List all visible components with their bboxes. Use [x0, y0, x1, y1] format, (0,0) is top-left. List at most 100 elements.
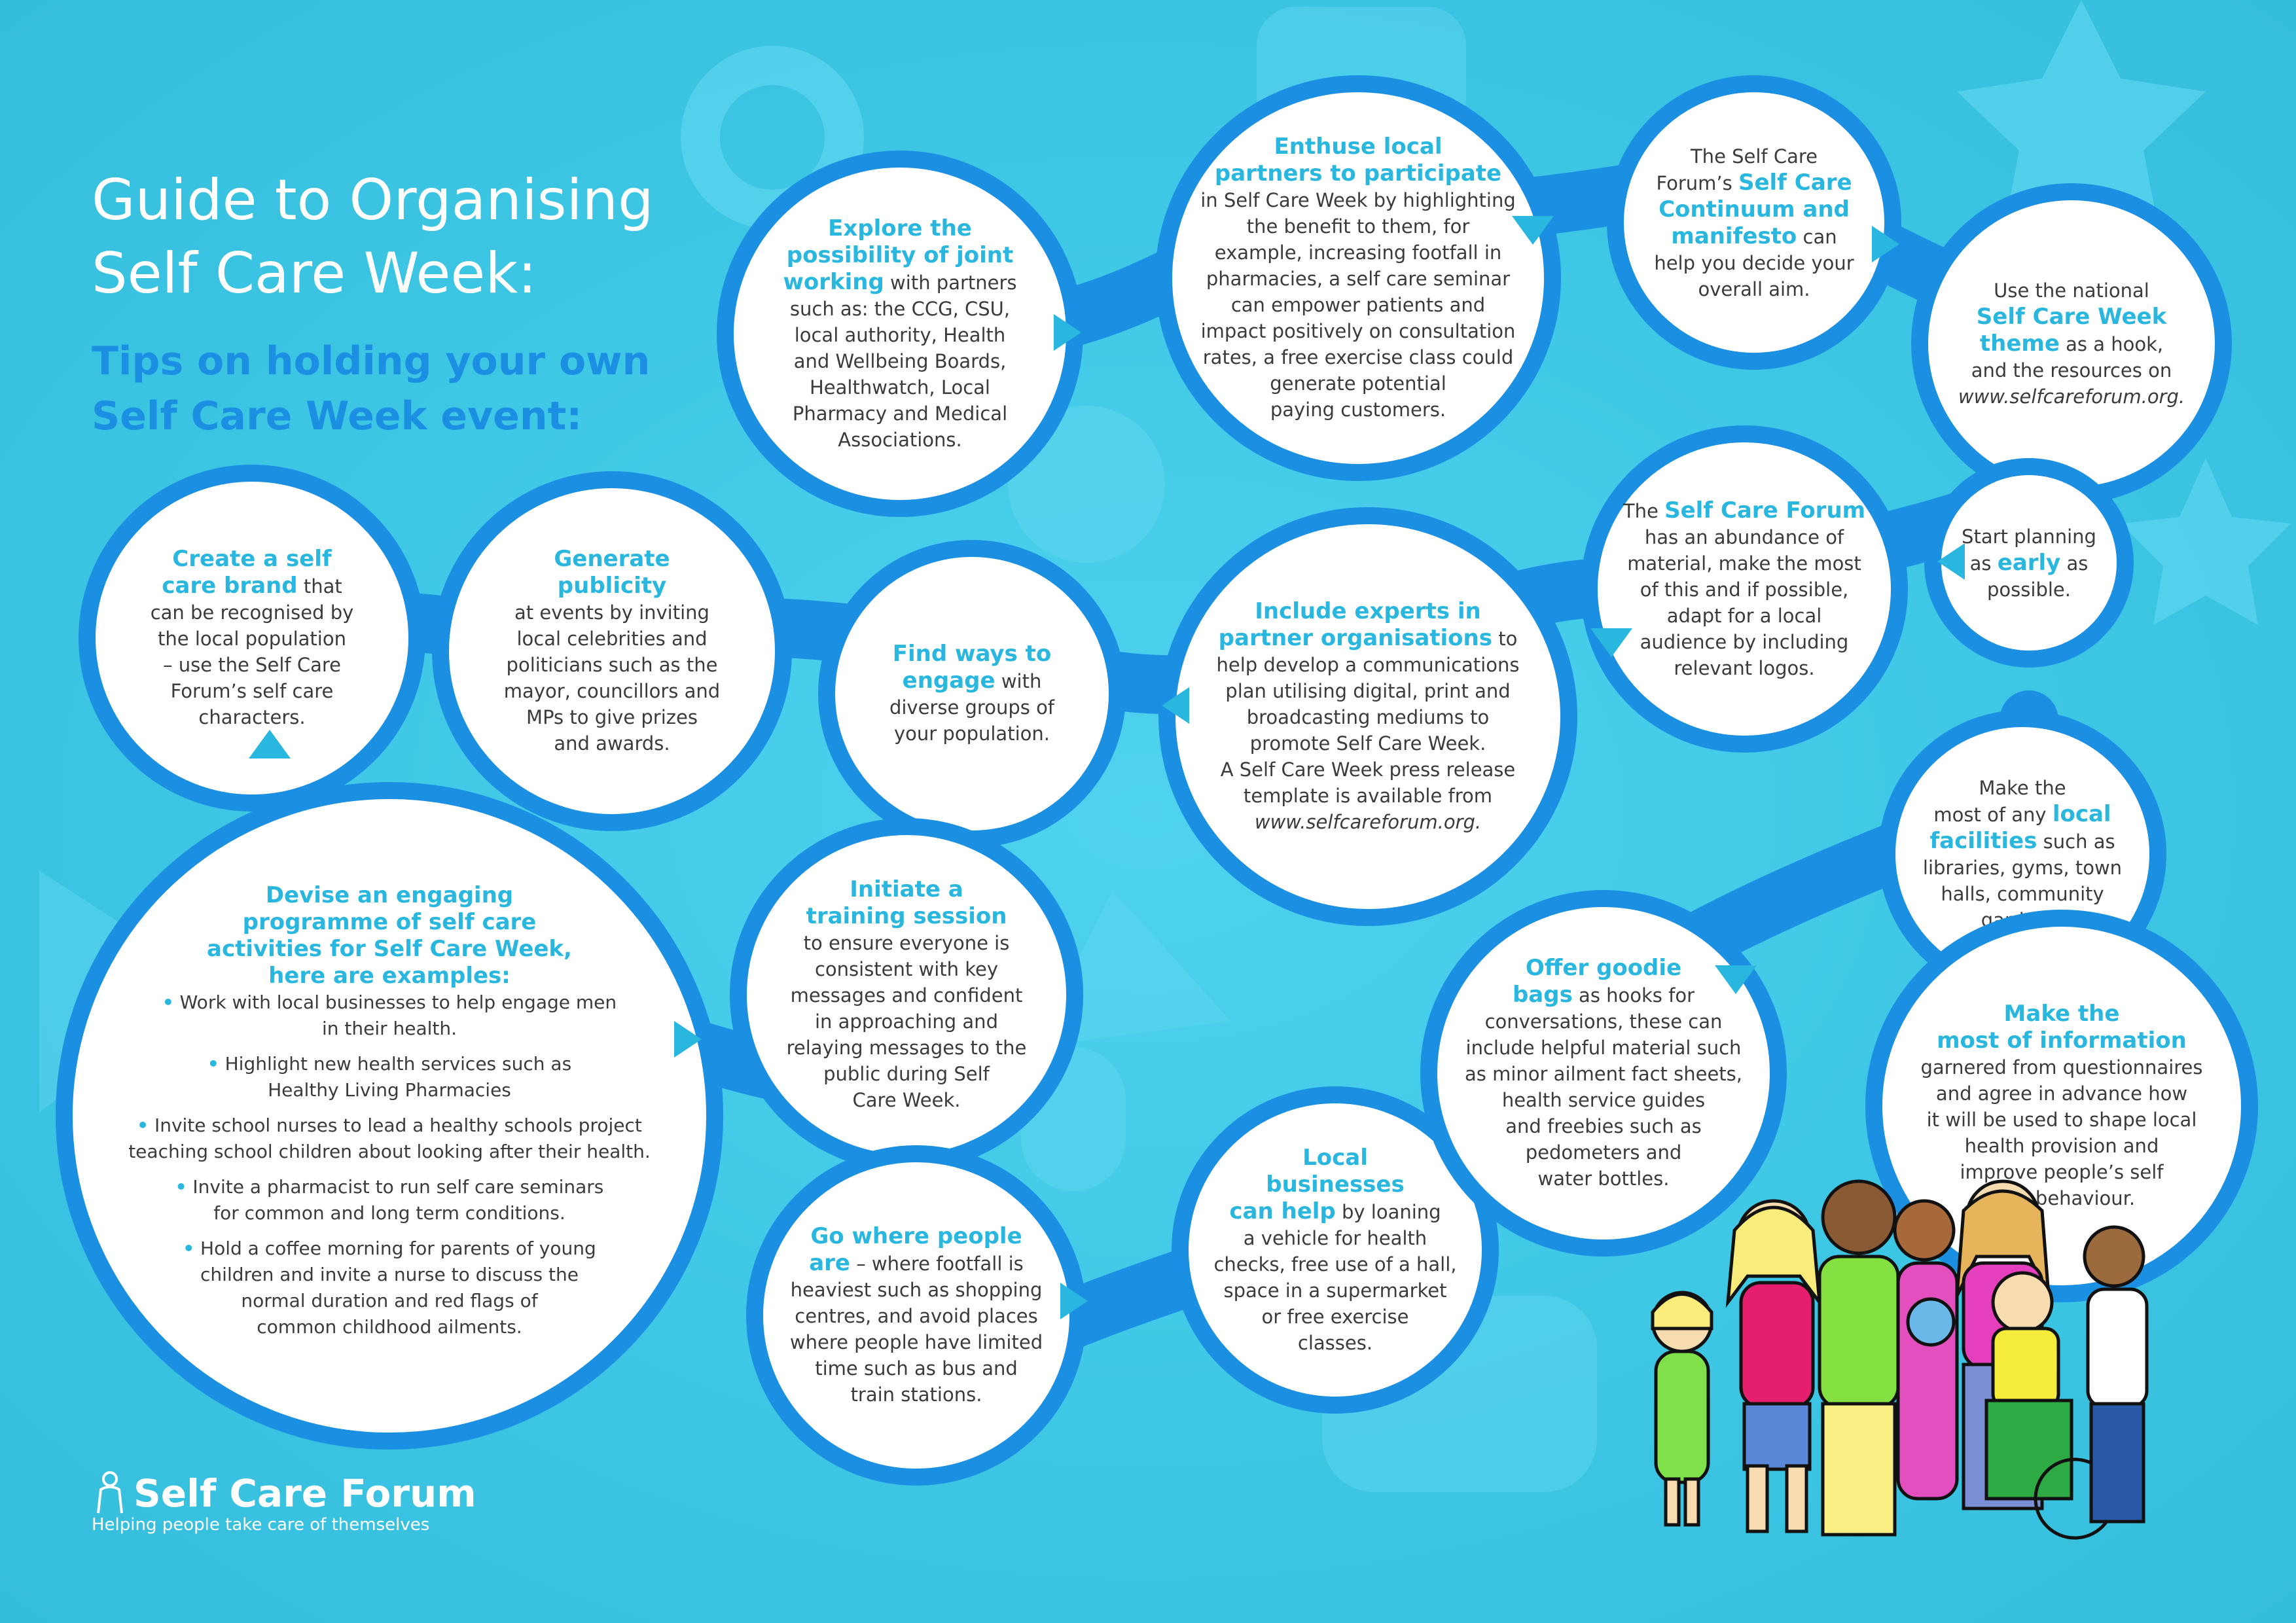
- tip-business-line: space in a supermarket: [1223, 1279, 1447, 1302]
- tip-goodie-text: Offer goodie bags as hooks for conversat…: [1465, 955, 1742, 1192]
- tip-information-line: health provision and: [1964, 1135, 2159, 1157]
- tip-gowhere-circle: Go where people are – where footfall is …: [746, 1145, 1086, 1486]
- bullet-line: in their health.: [321, 1018, 457, 1039]
- tip-explore-text: Explore the possibility of joint working…: [783, 215, 1016, 453]
- tip-explore-circle: Explore the possibility of joint working…: [717, 151, 1083, 517]
- tip-enthuse-line: in Self Care Week by highlighting: [1200, 189, 1516, 211]
- tip-early-line: Start planning: [1962, 525, 2096, 548]
- tip-forum-line: audience by including: [1640, 630, 1849, 653]
- decorative-rosette-icon: [1008, 406, 1165, 563]
- tip-explore-tail: with partners: [890, 271, 1017, 294]
- tip-publicity-line: mayor, councillors and: [503, 680, 721, 702]
- tip-explore-line: Pharmacy and Medical: [792, 402, 1008, 425]
- tip-theme-circle: Use the national Self Care Week theme as…: [1911, 183, 2232, 504]
- tip-continuum-line: overall aim.: [1698, 277, 1810, 300]
- programme-bullet-item: • Highlight new health services such as …: [207, 1053, 572, 1101]
- tip-brand-circle: Create a self care brand that can be rec…: [79, 465, 425, 812]
- self-care-forum-logo: Self Care Forum Helping people take care…: [92, 1471, 476, 1535]
- tip-theme-text: Use the national Self Care Week theme as…: [1958, 277, 2185, 410]
- tip-training-text: Initiate a training session to ensure ev…: [787, 876, 1027, 1113]
- tip-goodie-line: conversations, these can: [1484, 1010, 1723, 1033]
- tip-training-circle: Initiate a training session to ensure ev…: [730, 818, 1083, 1171]
- arrow-pointer-icon: [1872, 226, 1899, 262]
- tip-enthuse-line: rates, a free exercise class could: [1202, 346, 1514, 368]
- bullet-line: Invite a pharmacist to run self care sem…: [192, 1176, 604, 1198]
- child-figure-icon: [1651, 1291, 1713, 1527]
- tip-early-text: Start planning as early as possible.: [1962, 524, 2096, 603]
- tip-enthuse-line: generate potential: [1270, 372, 1446, 395]
- programme-bullet-item: • Invite a pharmacist to run self care s…: [175, 1176, 604, 1224]
- tip-gowhere-text: Go where people are – where footfall is …: [790, 1223, 1043, 1408]
- tip-training-line: in approaching and: [814, 1010, 998, 1033]
- tip-continuum-heading-3: manifesto: [1671, 223, 1797, 249]
- tip-theme-tail: as a hook,: [2066, 333, 2164, 355]
- decorative-star-icon: [1957, 0, 2206, 236]
- tip-business-heading-1: Local: [1302, 1144, 1368, 1171]
- tip-information-heading-1: Make the: [2003, 1001, 2120, 1027]
- tip-training-line: relaying messages to the: [786, 1037, 1027, 1059]
- bullet-line: Work with local businesses to help engag…: [179, 991, 617, 1013]
- tip-forum-line: relevant logos.: [1674, 656, 1815, 679]
- tip-publicity-circle: Generate publicity at events by inviting…: [432, 471, 792, 831]
- tip-experts-heading-1: Include experts in: [1255, 598, 1481, 624]
- tip-training-line: to ensure everyone is: [803, 932, 1010, 954]
- tip-gowhere-heading-2: are: [809, 1250, 850, 1276]
- tip-information-circle: Make the most of information garnered fr…: [1865, 910, 2258, 1302]
- tip-information-line: and agree in advance how: [1935, 1082, 2188, 1105]
- tip-programme-heading-4: here are examples:: [268, 963, 511, 989]
- tip-engage-heading-1: Find ways to: [892, 641, 1052, 667]
- arrow-pointer-icon: [1054, 314, 1081, 351]
- tip-brand-line: Forum’s self care: [170, 680, 334, 702]
- tip-training-line: Care Week.: [852, 1089, 961, 1111]
- tip-engage-heading-2: engage: [902, 668, 996, 694]
- tip-experts-tail: to: [1498, 628, 1518, 650]
- tip-forum-line: has an abundance of: [1644, 526, 1844, 548]
- tip-early-line: possible.: [1987, 578, 2071, 601]
- tip-facilities-line: Make the: [1979, 777, 2066, 799]
- tip-early-heading: early: [1997, 549, 2061, 576]
- tip-brand-line: – use the Self Care: [163, 654, 341, 676]
- tip-enthuse-line: impact positively on consultation: [1200, 320, 1516, 342]
- tip-publicity-heading-1: Generate: [554, 546, 670, 572]
- tip-programme-heading-3: activities for Self Care Week,: [207, 936, 572, 962]
- arrow-pointer-icon: [1162, 687, 1189, 724]
- tip-theme-heading-1: Self Care Week: [1976, 304, 2167, 330]
- people-illustration: [1651, 1179, 2149, 1540]
- tip-publicity-line: MPs to give prizes: [526, 706, 698, 728]
- programme-bullet-item: • Invite school nurses to lead a healthy…: [128, 1115, 651, 1162]
- tip-gowhere-line: train stations.: [850, 1383, 982, 1406]
- elderly-woman-wheelchair-icon: [1984, 1271, 2116, 1540]
- tip-facilities-line: most of any: [1933, 804, 2047, 826]
- tip-goodie-line: health service guides: [1501, 1089, 1706, 1111]
- tip-information-text: Make the most of information garnered fr…: [1920, 1001, 2202, 1211]
- arrow-pointer-icon: [1937, 543, 1965, 580]
- tip-experts-circle: Include experts in partner organisations…: [1158, 507, 1577, 926]
- tip-continuum-text: The Self Care Forum’s Self Care Continuu…: [1654, 143, 1854, 302]
- nurse-figure-icon: [2083, 1225, 2149, 1524]
- tip-gowhere-tail: – where footfall is: [856, 1253, 1024, 1275]
- tip-explore-heading-2: possibility of joint: [786, 241, 1014, 268]
- tip-publicity-line: local celebrities and: [516, 628, 708, 650]
- tip-forum-line: The: [1623, 499, 1659, 522]
- tip-brand-text: Create a self care brand that can be rec…: [151, 546, 354, 730]
- bullet-line: Highlight new health services such as: [224, 1053, 572, 1075]
- tip-experts-line: template is available from: [1243, 785, 1493, 807]
- tip-publicity-text: Generate publicity at events by inviting…: [504, 546, 720, 757]
- tip-theme-line: and the resources on: [1971, 359, 2172, 382]
- tip-enthuse-text: Enthuse local partners to participate in…: [1200, 134, 1516, 423]
- tip-training-line: public during Self: [823, 1063, 990, 1085]
- tip-engage-line: your population.: [894, 722, 1050, 745]
- tip-enthuse-line: pharmacies, a self care seminar: [1206, 268, 1511, 290]
- logo-name: Self Care Forum: [134, 1471, 476, 1516]
- tip-facilities-line: halls, community: [1941, 883, 2104, 905]
- tip-enthuse-line: can empower patients and: [1230, 294, 1486, 316]
- tip-facilities-heading-2: facilities: [1929, 828, 2037, 854]
- tip-experts-heading-2: partner organisations: [1218, 625, 1492, 651]
- tip-programme-text: Devise an engaging programme of self car…: [128, 882, 651, 1349]
- tip-explore-line: Associations.: [838, 428, 962, 451]
- tip-business-text: Local businesses can help by loaning a v…: [1213, 1145, 1456, 1356]
- tip-information-line: it will be used to shape local: [1926, 1109, 2197, 1131]
- subtitle-line-2: Self Care Week event:: [92, 393, 583, 439]
- tip-experts-text: Include experts in partner organisations…: [1217, 598, 1520, 835]
- tip-goodie-heading-1: Offer goodie: [1525, 955, 1682, 981]
